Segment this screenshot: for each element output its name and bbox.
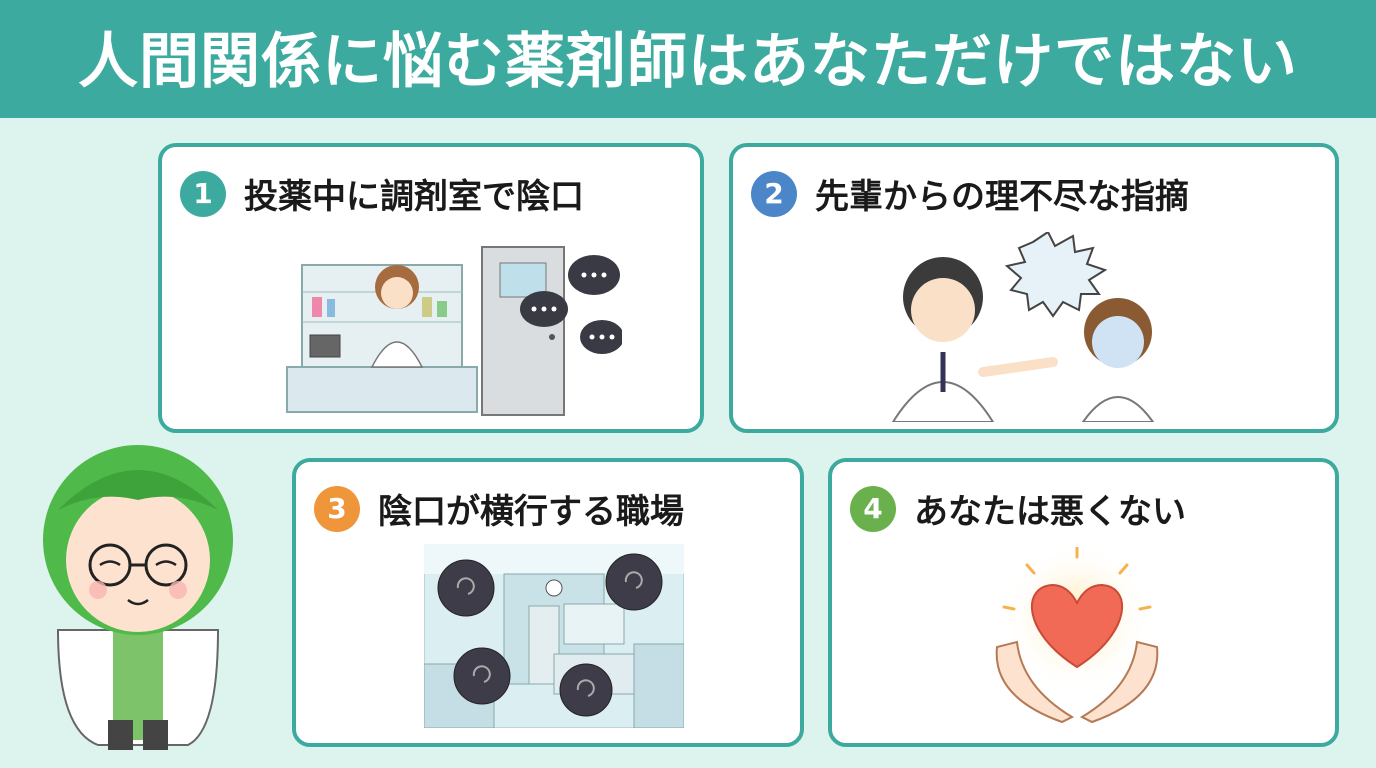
card-3: 3 陰口が横行する職場 <box>292 458 804 747</box>
card-title: あなたは悪くない <box>914 492 1186 532</box>
number-badge: 2 <box>751 170 797 217</box>
number-badge: 3 <box>314 485 360 532</box>
page-title: 人間関係に悩む薬剤師はあなただけではない <box>78 26 1298 97</box>
card-1: 1 投薬中に調剤室で陰口 <box>158 143 704 433</box>
pharmacy-gossip-illustration <box>286 246 622 416</box>
card-header: 2 先輩からの理不尽な指摘 <box>751 169 1189 218</box>
card-header: 4 あなたは悪くない <box>850 484 1186 533</box>
heart-in-hands-icon <box>995 547 1159 724</box>
card-title: 陰口が横行する職場 <box>378 492 684 532</box>
card-title: 先輩からの理不尽な指摘 <box>815 177 1189 217</box>
number-badge: 4 <box>850 485 896 532</box>
senior-scolding-illustration <box>891 232 1155 422</box>
number-badge: 1 <box>180 170 226 217</box>
card-header: 3 陰口が横行する職場 <box>314 484 684 533</box>
workplace-gossip-illustration <box>424 544 684 728</box>
pharmacist-mascot <box>43 445 233 750</box>
card-2: 2 先輩からの理不尽な指摘 <box>729 143 1339 433</box>
card-4: 4 あなたは悪くない <box>828 458 1339 747</box>
card-header: 1 投薬中に調剤室で陰口 <box>180 169 584 218</box>
card-title: 投薬中に調剤室で陰口 <box>244 177 584 217</box>
header-banner: 人間関係に悩む薬剤師はあなただけではない <box>0 0 1376 118</box>
